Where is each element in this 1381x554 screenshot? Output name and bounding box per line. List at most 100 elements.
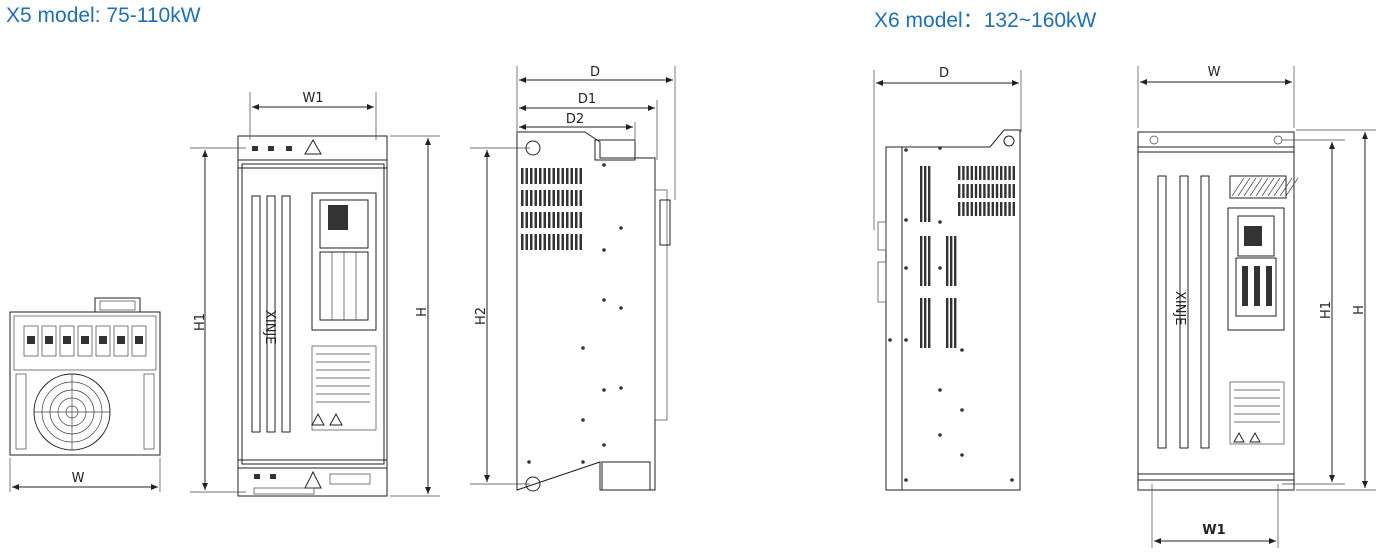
- screw-hole: [938, 433, 942, 437]
- vent-slot: [1012, 184, 1015, 198]
- vent-slot: [946, 298, 949, 348]
- vent-slot: [579, 168, 582, 184]
- x6-side-view: [877, 129, 1021, 491]
- vent-slot: [974, 166, 978, 180]
- vent-slot: [946, 236, 949, 286]
- screw-hole: [619, 306, 623, 310]
- x6-front-view: XINJE: [1137, 131, 1299, 491]
- x6-dim-h1: H1: [1282, 139, 1345, 485]
- vent-slot: [552, 212, 555, 228]
- vent-slot: [983, 202, 986, 216]
- screw-hole: [960, 408, 964, 412]
- vent-slot: [552, 168, 555, 184]
- vent-slot: [1012, 166, 1015, 180]
- vent-slot: [539, 212, 542, 228]
- vent-slot: [1000, 166, 1003, 180]
- vent-slot: [570, 212, 573, 228]
- vent-slot: [1004, 184, 1007, 198]
- x5-h2-label: H2: [474, 307, 489, 325]
- vent-slot: [962, 184, 965, 198]
- screw-hole: [1010, 478, 1014, 482]
- x5-dim-w: W: [9, 458, 161, 492]
- vent-slot: [987, 184, 990, 198]
- vent-slot: [525, 234, 528, 250]
- vent-slot: [521, 234, 524, 250]
- vent-slot: [995, 202, 999, 216]
- hatch-line: [1243, 177, 1257, 197]
- terminal-screw: [27, 336, 35, 344]
- vent-slot: [525, 168, 528, 184]
- vent-slot: [530, 234, 533, 250]
- screw-hole: [581, 346, 585, 350]
- vent-slot: [534, 190, 537, 206]
- screw-hole: [619, 226, 623, 230]
- vent-slot: [924, 298, 927, 348]
- vent-slot: [539, 168, 542, 184]
- x5-front-view: XINJE: [237, 135, 388, 497]
- x5-d2-label: D2: [566, 112, 584, 127]
- x6-dim-d: D: [873, 66, 1022, 230]
- screw-hole: [619, 386, 623, 390]
- terminal: [113, 325, 129, 357]
- vent-slot: [991, 202, 994, 216]
- vent-slot: [575, 212, 578, 228]
- screw-hole: [938, 266, 942, 270]
- vent-slot: [1000, 202, 1003, 216]
- vent-slot: [530, 212, 533, 228]
- vent-slot: [1008, 202, 1011, 216]
- vent-slot: [548, 234, 551, 250]
- vent-slot: [958, 166, 961, 180]
- x5-dim-h2: H2: [470, 147, 530, 485]
- screw-hole: [581, 460, 585, 464]
- vent-slot: [561, 212, 564, 228]
- vent-slot: [530, 190, 533, 206]
- terminal-screw: [63, 336, 71, 344]
- vent-slot: [1000, 184, 1003, 198]
- x5-bottom-view: [9, 297, 161, 456]
- vent-slot: [991, 184, 994, 198]
- x5-dim-h1: H1: [190, 147, 246, 493]
- vent-slot: [566, 212, 569, 228]
- terminal: [131, 325, 147, 357]
- x5-h-label: H: [415, 307, 430, 317]
- screw-hole: [581, 418, 585, 422]
- vent-slot: [979, 202, 982, 216]
- x5-h1-label: H1: [193, 313, 208, 331]
- vent-slot: [1004, 202, 1007, 216]
- screw-hole: [904, 478, 908, 482]
- vent-slot: [530, 168, 533, 184]
- vent-slot: [561, 168, 564, 184]
- vent-slot: [958, 202, 961, 216]
- x6-d-label: D: [939, 66, 949, 81]
- x6-dim-h: H: [1296, 129, 1376, 491]
- vent-slot: [991, 166, 994, 180]
- vent-slot: [539, 190, 542, 206]
- terminal-screw: [135, 336, 143, 344]
- screw-hole: [602, 248, 606, 252]
- vent-slot: [950, 298, 953, 348]
- hatch-line: [1273, 177, 1287, 197]
- vent-slot: [570, 234, 573, 250]
- terminal-screw: [99, 336, 107, 344]
- terminal: [95, 325, 111, 357]
- hatch-line: [1255, 177, 1269, 197]
- hatch-line: [1237, 177, 1251, 197]
- vent-slot: [543, 234, 546, 250]
- vent-slot: [579, 234, 582, 250]
- terminal: [59, 325, 75, 357]
- screw-hole: [602, 443, 606, 447]
- vent-slot: [983, 184, 986, 198]
- vent-slot: [979, 184, 982, 198]
- vent-slot: [579, 212, 582, 228]
- terminal-screw: [45, 336, 53, 344]
- vent-slot: [924, 236, 927, 286]
- hatch-line: [1249, 177, 1263, 197]
- vent-slot: [557, 212, 560, 228]
- svg-text:XINJE: XINJE: [262, 310, 277, 345]
- vent-slot: [987, 166, 990, 180]
- screw-hole: [904, 218, 908, 222]
- x5-w1-label: W1: [302, 91, 323, 106]
- vent-slot: [995, 184, 999, 198]
- x6-title: X6 model：132~160kW: [874, 9, 1097, 32]
- vent-slot: [970, 184, 973, 198]
